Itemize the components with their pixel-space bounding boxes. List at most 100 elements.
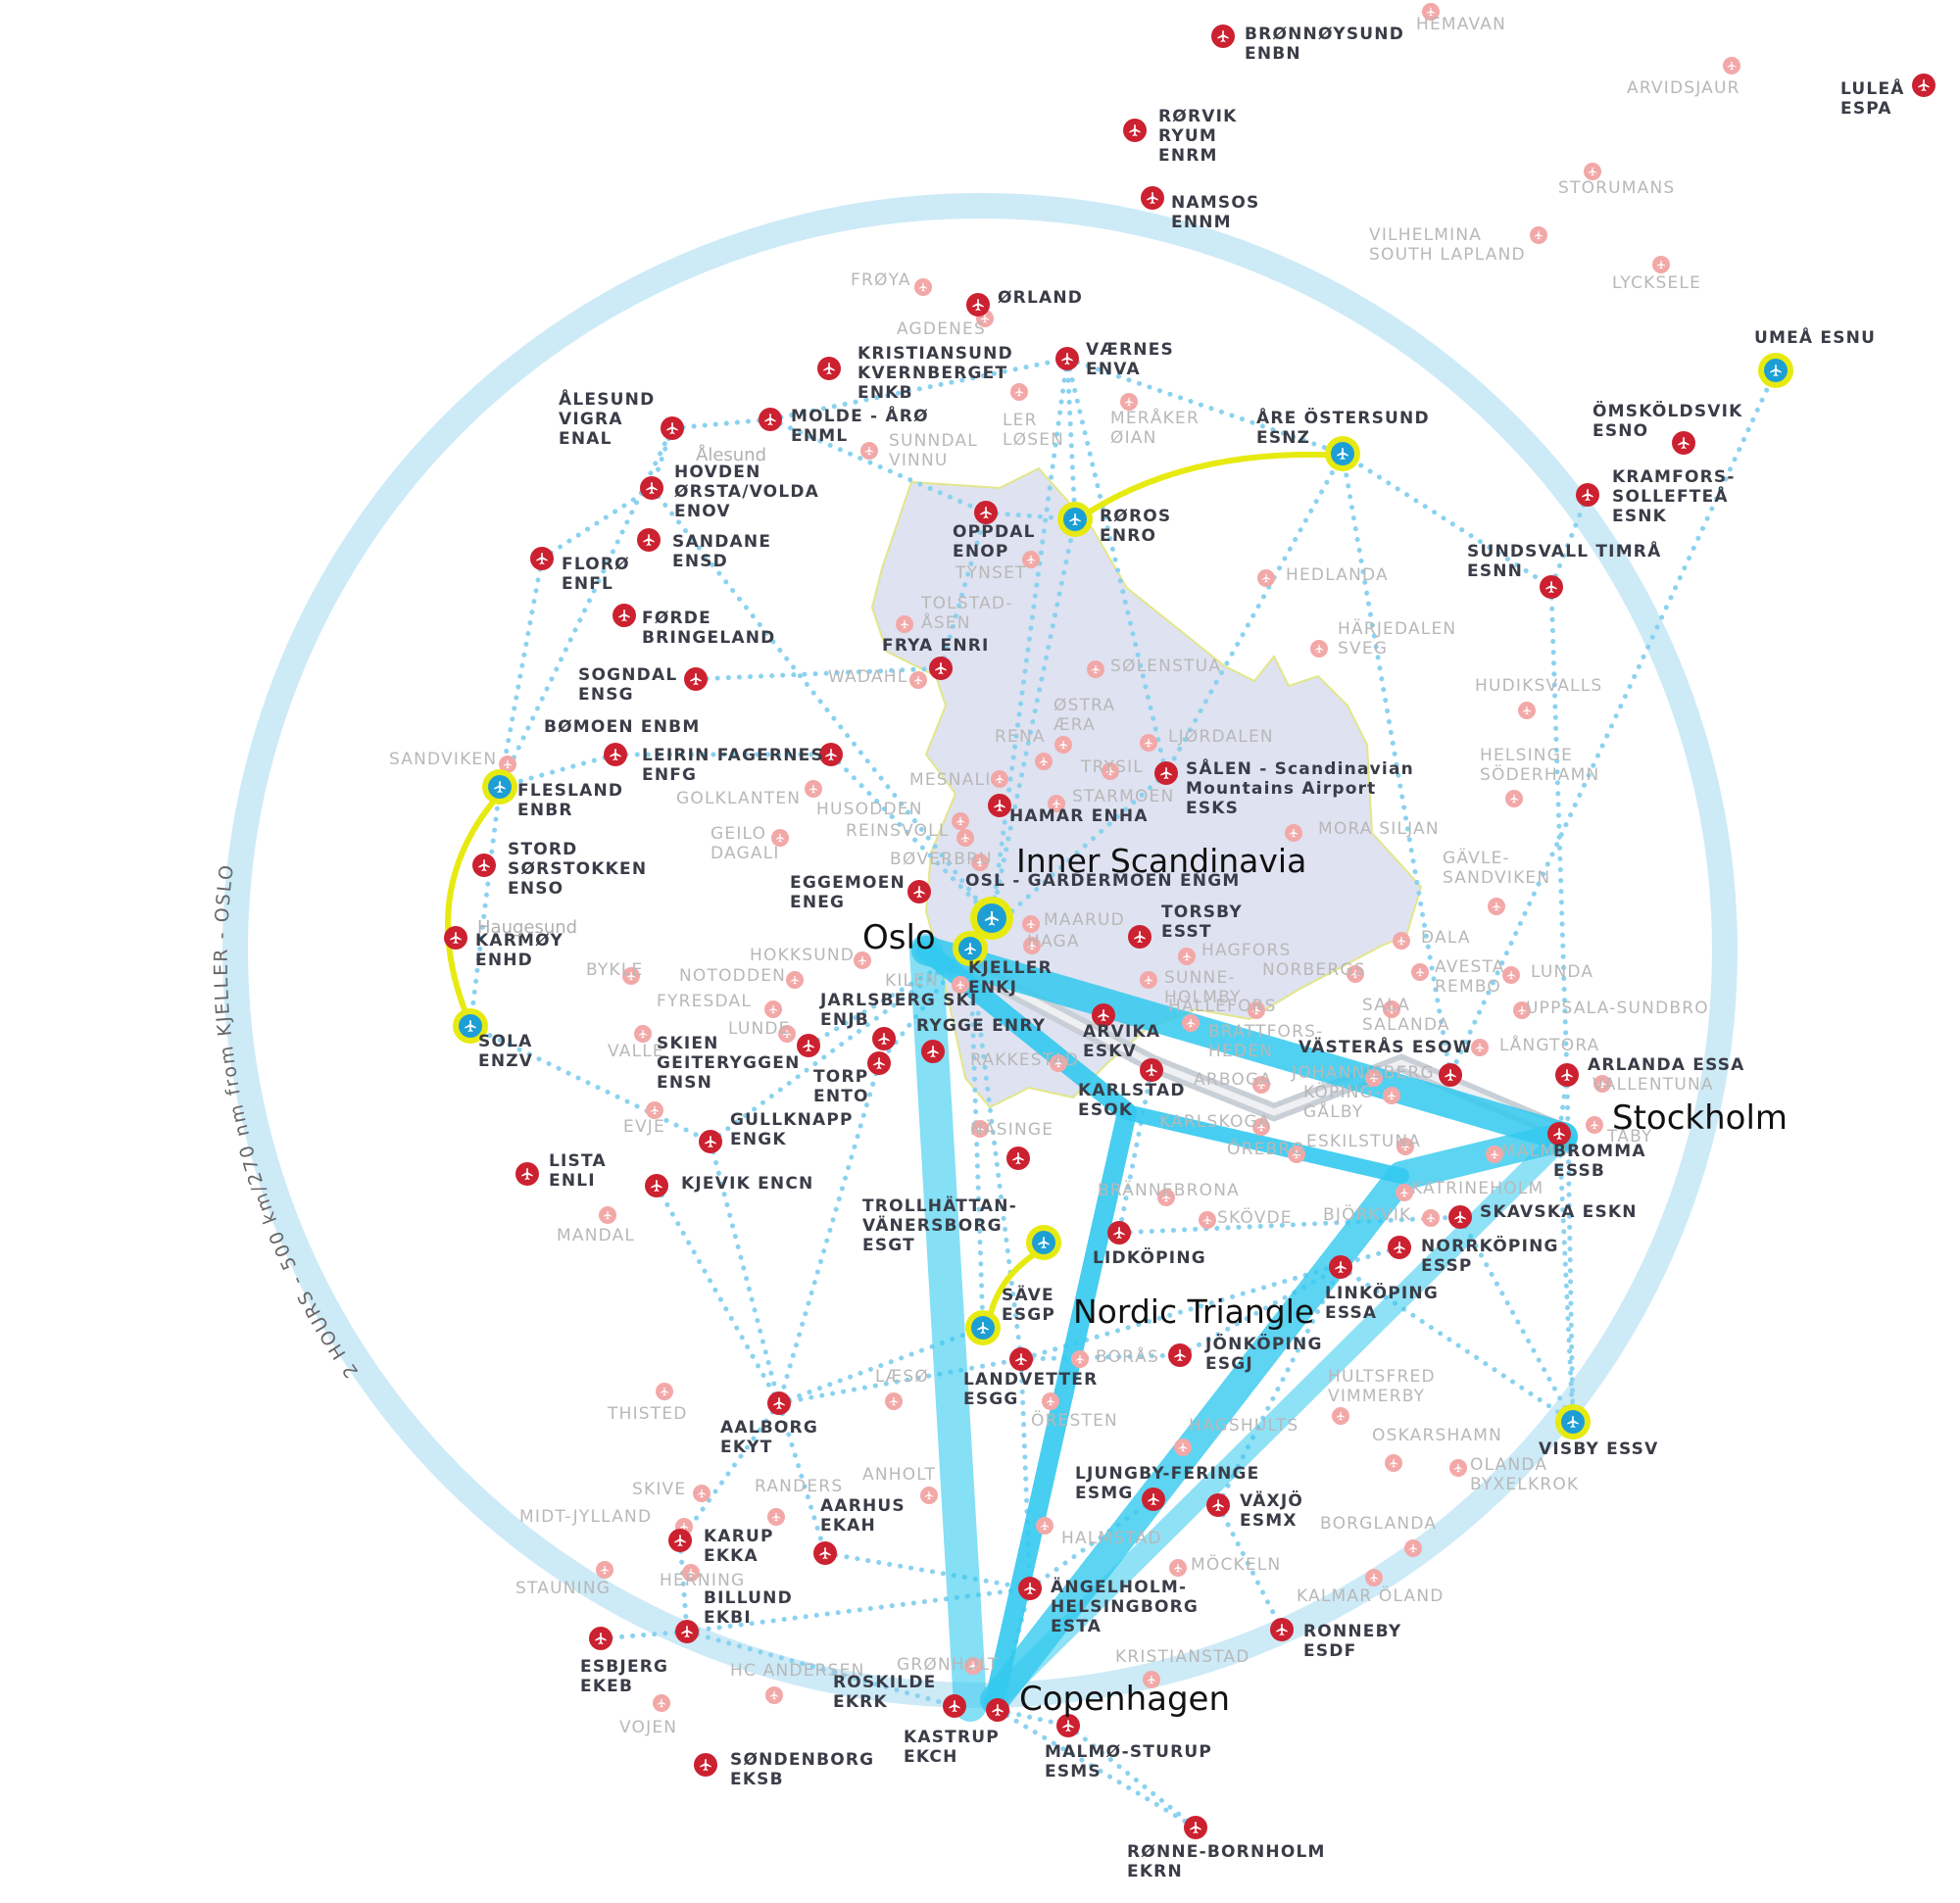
dotted-route [654,1183,782,1406]
dotted-route [989,356,1070,921]
dotted-route [776,1325,986,1406]
kristianstad-minor-airfield-icon [1143,1671,1160,1688]
boras-label: BORÅS [1096,1345,1159,1367]
nasinge-airport-icon [1006,1147,1030,1170]
hokksund-label: HOKKSUND [750,946,855,965]
vojen-minor-airfield-icon [653,1694,670,1712]
hagfors-label: HAGFORS [1201,941,1291,960]
skien-airport-icon [797,1034,820,1057]
orebro-minor-airfield-icon [1288,1146,1305,1163]
dotted-route [822,1550,1033,1591]
olanda-minor-airfield-icon [1449,1459,1467,1477]
forde-airport-icon [612,604,636,627]
sondenborg-airport-icon [694,1753,717,1777]
solenstua-label: SØLENSTUA [1110,657,1221,676]
dotted-route [1447,367,1779,1078]
skovde-label: SKÖVDE [1217,1206,1293,1228]
eskilstuna-label: ESKILSTUNA [1306,1132,1421,1151]
dotted-route [1556,1131,1576,1425]
dotted-route [1215,1502,1285,1633]
johannisberg-label: JOHANNISBERG [1291,1063,1435,1083]
roskilde-airport-icon [943,1694,966,1718]
hamar-airport-icon [988,794,1011,817]
torsby-airport-icon [1128,925,1152,949]
mora-minor-airfield-icon [1285,824,1302,842]
hudiksvall-label: HUDIKSVALLS [1475,676,1602,696]
hedlanda-label: HEDLANDA [1286,565,1389,585]
floro-airport-icon [530,547,554,570]
storumans-label: STORUMANS [1558,178,1675,198]
borglanda-label: BORGLANDA [1320,1514,1437,1534]
thisted-minor-airfield-icon [656,1383,673,1400]
gullknapp-airport-icon [699,1130,722,1153]
dala-minor-airfield-icon [1393,932,1410,950]
arboga-label: ARBOGA [1194,1070,1272,1090]
dotted-route [1457,1214,1576,1425]
ljungby-airport-icon [1142,1488,1165,1511]
skavsta-label: SKAVSKA ESKN [1480,1202,1638,1222]
kalmar-minor-airfield-icon [1365,1569,1383,1586]
omskoldsvik-airport-icon [1672,431,1695,455]
sandviken-label: SANDVIKEN [389,750,497,769]
hedlanda-minor-airfield-icon [1257,569,1275,587]
taby-label: TÄBY [1606,1126,1653,1147]
taby-minor-airfield-icon [1586,1116,1603,1134]
harjedalen-minor-airfield-icon [1310,640,1328,658]
landvetter-airport-icon [1009,1347,1033,1371]
koping-minor-airfield-icon [1383,1087,1400,1104]
sunne-minor-airfield-icon [1140,971,1157,989]
hultsfred-minor-airfield-icon [1332,1407,1349,1425]
haga-label: HAGA [1027,932,1080,952]
oppdal-airport-icon [974,501,998,524]
dotted-route [1018,1352,1183,1362]
arvidsjaur-minor-airfield-icon [1723,57,1740,74]
bromma-airport-icon [1547,1122,1571,1146]
kilen-label: KILEN [885,971,939,991]
notodden-minor-airfield-icon [786,971,804,989]
dotted-route [677,1400,782,1543]
aarhus-airport-icon [813,1541,837,1565]
vaernes-airport-icon [1055,347,1079,370]
haga-minor-airfield-icon [1023,937,1041,954]
save-hub-icon [965,1310,1001,1345]
norbergs-minor-airfield-icon [1347,965,1364,983]
malmby-minor-airfield-icon [1486,1146,1503,1163]
kilen-minor-airfield-icon [952,976,969,994]
dotted-route [708,1139,782,1406]
dotted-route [1027,1496,1156,1591]
orebro-label: ÖREBRO [1227,1138,1305,1159]
mandal-label: MANDAL [557,1226,635,1245]
stauning-label: STAUNING [515,1579,611,1598]
skive-minor-airfield-icon [693,1485,710,1502]
koping-label: KÖPING-GÅLBY [1303,1081,1381,1122]
storumans-minor-airfield-icon [1584,163,1601,180]
brattfors-label: BRATTFORS-HEDEN [1208,1022,1323,1061]
mockeln-minor-airfield-icon [1169,1559,1187,1577]
rena-minor-airfield-icon [1035,753,1053,770]
brattfors-minor-airfield-icon [1182,1014,1200,1032]
lidkoping-label: LIDKÖPING [1093,1246,1206,1268]
